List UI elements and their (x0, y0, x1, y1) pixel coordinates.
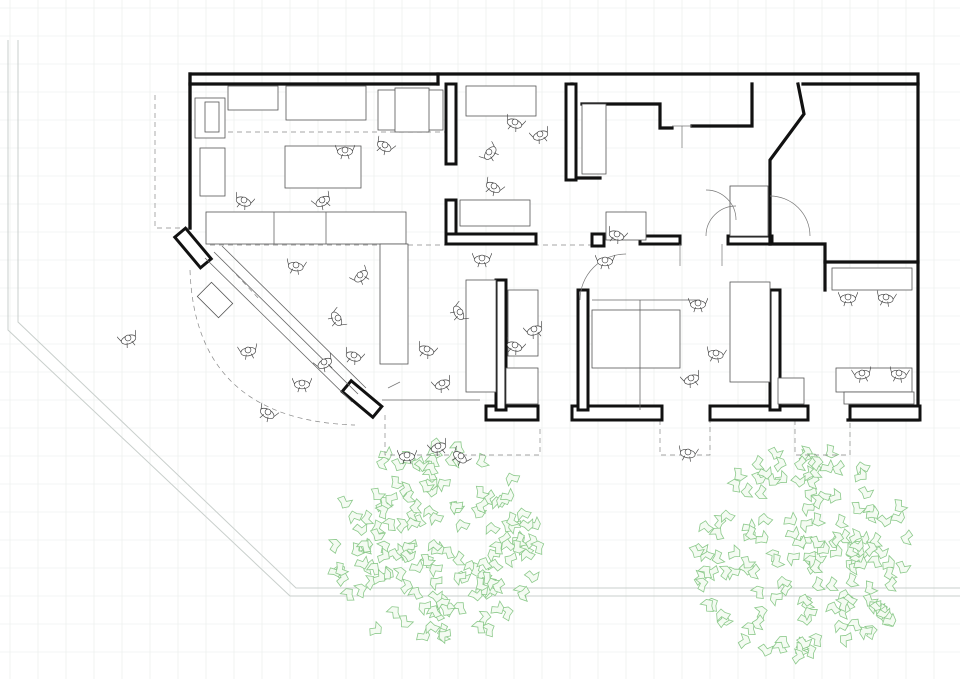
furniture (194, 85, 915, 410)
tree-canopy-right (688, 444, 914, 665)
person-icon (478, 140, 503, 166)
person-icon (371, 135, 397, 159)
person-icon (341, 346, 366, 368)
person-icon (284, 258, 308, 277)
interior-walls (172, 82, 922, 422)
exterior-walls (188, 72, 920, 422)
person-icon (231, 191, 256, 213)
site-boundary (7, 40, 960, 597)
person-icon (324, 306, 348, 332)
person-icon (704, 346, 728, 365)
person-icon (472, 252, 492, 268)
tree-canopy-left (327, 437, 545, 645)
person-icon (236, 343, 260, 362)
person-icon (528, 125, 553, 147)
person-icon (679, 369, 704, 391)
tree-canopies (327, 437, 914, 665)
person-icon (348, 264, 374, 289)
person-icon (116, 329, 141, 351)
person-icon (838, 291, 858, 307)
door-swings (387, 125, 811, 389)
person-icon (292, 377, 312, 393)
person-icon (310, 190, 336, 214)
person-icon (676, 445, 700, 464)
person-icon (430, 374, 455, 396)
person-icon (480, 176, 506, 200)
diagonal-facade (204, 245, 367, 403)
